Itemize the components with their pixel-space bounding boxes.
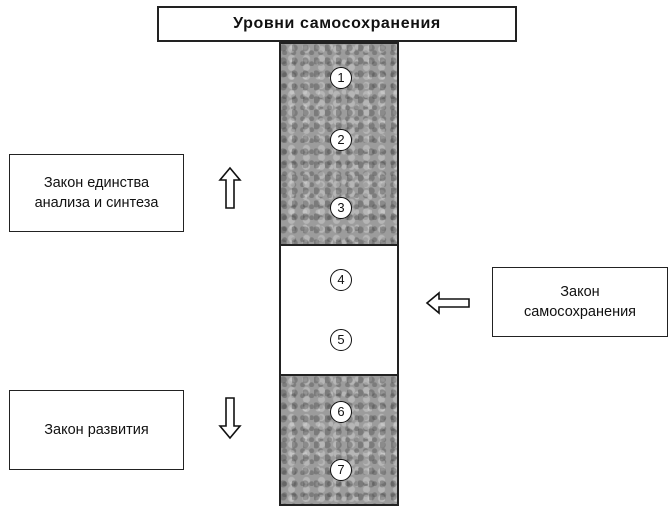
middle-white-segment xyxy=(281,244,397,376)
double-arrow-up-icon xyxy=(218,166,242,210)
diagram-title-box: Уровни самосохранения xyxy=(157,6,517,42)
law-unity-box: Закон единства анализа и синтеза xyxy=(9,154,184,232)
diagram-title: Уровни самосохранения xyxy=(233,15,441,32)
law-self-preservation-box: Закон самосохранения xyxy=(492,267,668,337)
lower-shaded-segment xyxy=(281,376,397,504)
double-arrow-left-icon xyxy=(425,290,471,316)
levels-column: 1 2 3 4 5 6 7 xyxy=(279,42,399,506)
level-4-marker: 4 xyxy=(330,269,352,291)
law-development-label: Закон развития xyxy=(44,422,149,438)
level-1-marker: 1 xyxy=(330,67,352,89)
law-development-box: Закон развития xyxy=(9,390,184,470)
level-3-marker: 3 xyxy=(330,197,352,219)
level-6-marker: 6 xyxy=(330,401,352,423)
law-unity-label: Закон единства анализа и синтеза xyxy=(34,175,159,211)
level-2-marker: 2 xyxy=(330,129,352,151)
level-7-marker: 7 xyxy=(330,459,352,481)
level-5-marker: 5 xyxy=(330,329,352,351)
law-self-preservation-label: Закон самосохранения xyxy=(523,284,637,320)
double-arrow-down-icon xyxy=(218,396,242,440)
